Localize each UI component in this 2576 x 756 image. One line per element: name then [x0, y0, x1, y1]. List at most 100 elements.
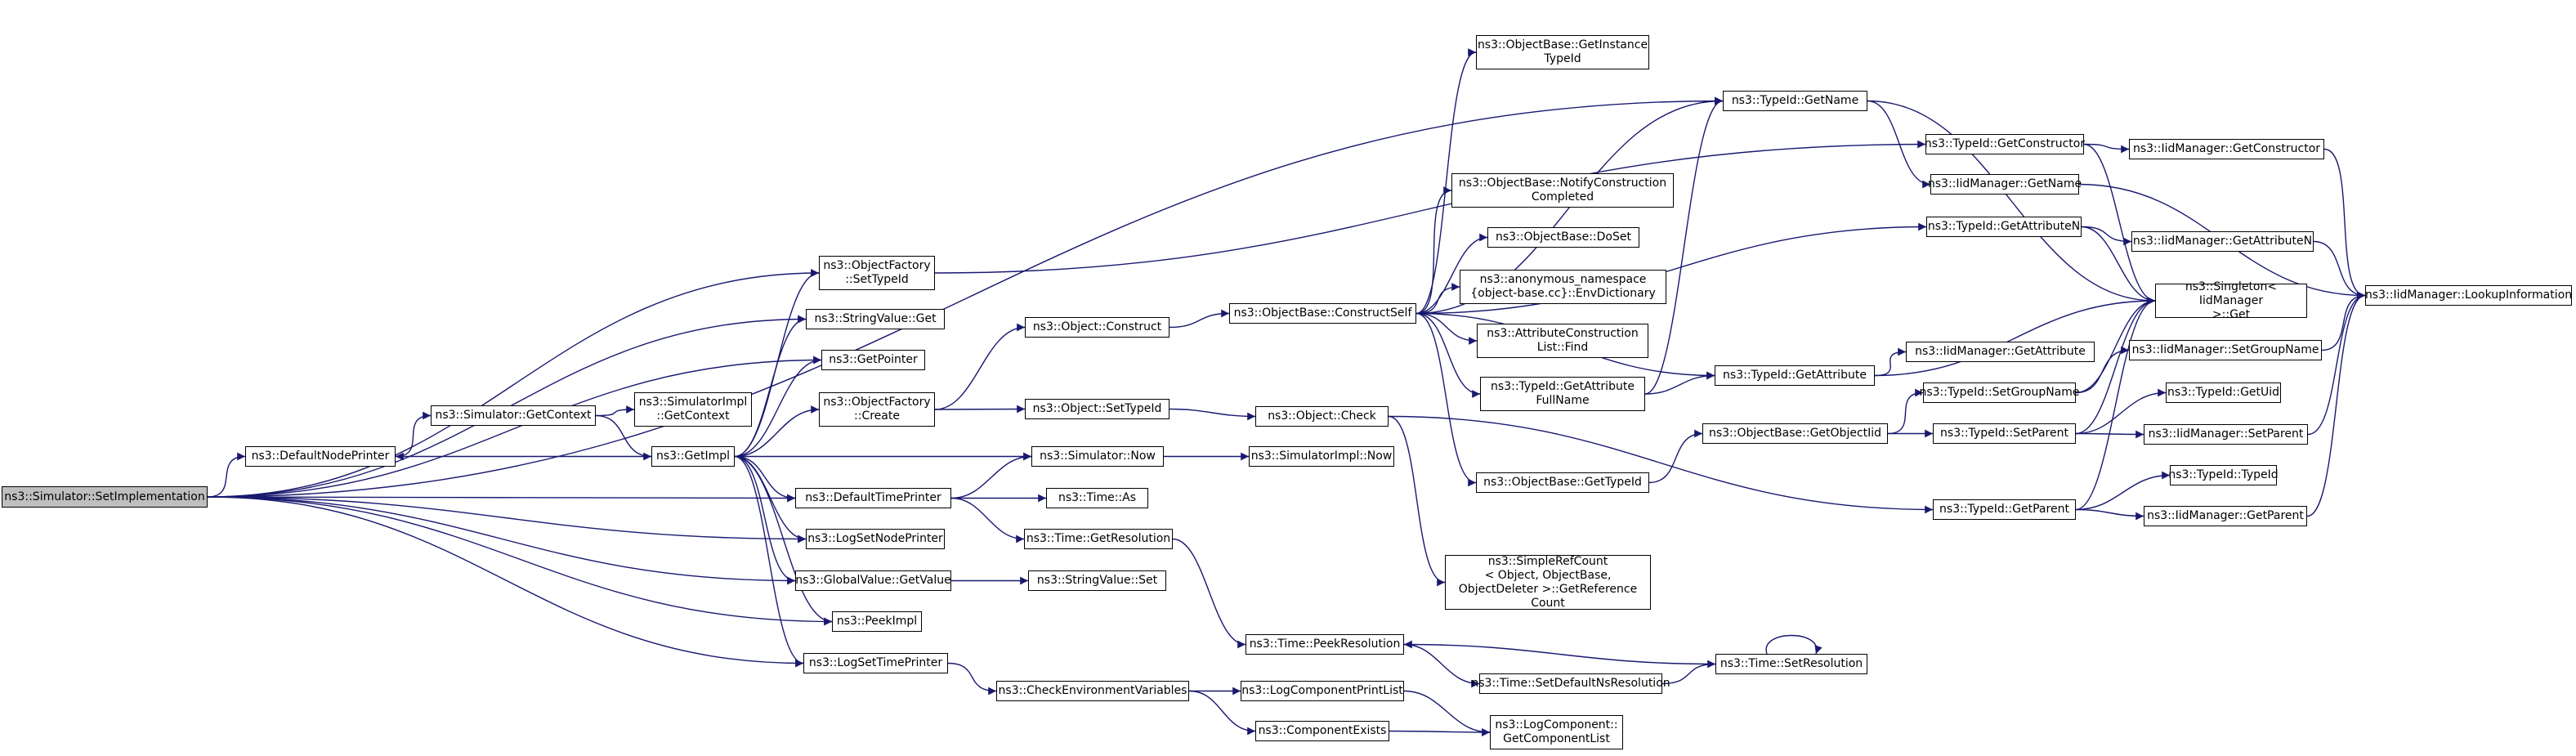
edge-tidgetattributen-to-singletonget: [2081, 226, 2156, 305]
node-timesetdefns[interactable]: ns3::Time::SetDefaultNsResolution: [1471, 673, 1670, 694]
node-tidgetconstructor[interactable]: ns3::TypeId::GetConstructor: [1924, 134, 2086, 154]
node-label: ns3::Time::PeekResolution: [1249, 637, 1401, 651]
node-ofcreate[interactable]: ns3::ObjectFactory ::Create: [819, 392, 935, 427]
edge-tidgetconstructor-to-singletonget: [2083, 143, 2156, 305]
node-iidmgetattributen[interactable]: ns3::IidManager::GetAttributeN: [2131, 231, 2314, 252]
node-obconstructself[interactable]: ns3::ObjectBase::ConstructSelf: [1229, 303, 1416, 324]
node-tidgetattributen[interactable]: ns3::TypeId::GetAttributeN: [1926, 217, 2082, 237]
node-logsettimeprinter[interactable]: ns3::LogSetTimePrinter: [803, 653, 948, 673]
node-timesetres[interactable]: ns3::Time::SetResolution: [1715, 654, 1867, 674]
node-iidmlookup[interactable]: ns3::IidManager::LookupInformation: [2365, 285, 2572, 306]
node-iidmgetconstructor[interactable]: ns3::IidManager::GetConstructor: [2129, 139, 2324, 159]
node-simplerefcount[interactable]: ns3::SimpleRefCount < Object, ObjectBase…: [1445, 555, 1651, 610]
node-tidsetgroupname[interactable]: ns3::TypeId::SetGroupName: [1919, 382, 2080, 403]
edge-tidsetparent-to-singletonget: [2075, 297, 2156, 435]
node-label: ns3::TypeId::GetUid: [2167, 386, 2280, 399]
node-defnodeprinter[interactable]: ns3::DefaultNodePrinter: [245, 446, 396, 467]
node-iidmsetgroupname[interactable]: ns3::IidManager::SetGroupName: [2129, 340, 2322, 360]
node-envdict[interactable]: ns3::anonymous_namespace {object-base.cc…: [1460, 270, 1666, 304]
node-iidmsetparent[interactable]: ns3::IidManager::SetParent: [2144, 424, 2308, 445]
edge-tidgetattribute-to-singletonget: [1874, 297, 2156, 377]
node-obdoset[interactable]: ns3::ObjectBase::DoSet: [1487, 227, 1639, 248]
node-tidgetattribute[interactable]: ns3::TypeId::GetAttribute: [1715, 365, 1875, 386]
node-iidmgetattribute[interactable]: ns3::IidManager::GetAttribute: [1906, 342, 2095, 362]
node-logcompgetlist[interactable]: ns3::LogComponent:: GetComponentList: [1490, 715, 1623, 749]
node-label: ns3::SimulatorImpl ::GetContext: [638, 396, 748, 423]
edge-obconstructself-to-obgettypeid: [1415, 312, 1477, 487]
node-objsettypeid[interactable]: ns3::Object::SetTypeId: [1025, 399, 1169, 419]
edge-getimpl-to-strvalget: [734, 315, 807, 458]
node-label: ns3::ObjectFactory ::Create: [823, 396, 931, 423]
node-logsetnodeprinter[interactable]: ns3::LogSetNodePrinter: [806, 529, 945, 549]
node-compexists[interactable]: ns3::ComponentExists: [1255, 721, 1389, 741]
node-strvalget[interactable]: ns3::StringValue::Get: [806, 309, 945, 329]
node-label: ns3::TypeId::GetConstructor: [1924, 137, 2086, 150]
node-logcompprintlist[interactable]: ns3::LogComponentPrintList: [1241, 681, 1404, 701]
node-tidtypeid[interactable]: ns3::TypeId::TypeId: [2168, 465, 2279, 485]
node-attrconstrfind[interactable]: ns3::AttributeConstruction List::Find: [1477, 324, 1648, 358]
edge-iidmsetgroupname-to-iidmlookup: [2321, 291, 2366, 351]
node-label: ns3::Time::SetDefaultNsResolution: [1471, 677, 1670, 690]
edge-root-to-logsetnodeprinter: [207, 496, 807, 544]
node-label: ns3::Time::SetResolution: [1720, 657, 1863, 670]
edge-compexists-to-logcompgetlist: [1389, 728, 1491, 736]
node-peekimpl[interactable]: ns3::PeekImpl: [832, 611, 922, 632]
edge-tidsetgroupname-to-singletonget: [2075, 297, 2156, 394]
node-simnow[interactable]: ns3::Simulator::Now: [1031, 446, 1164, 467]
node-strvalset[interactable]: ns3::StringValue::Set: [1028, 570, 1166, 591]
node-timeas[interactable]: ns3::Time::As: [1046, 488, 1148, 508]
edge-tidgetattrfullname-to-tidgetattribute: [1644, 371, 1715, 395]
edge-ofcreate-to-objconstruct: [934, 323, 1026, 410]
edge-logsettimeprinter-to-checkenv: [947, 662, 997, 696]
edge-objcheck-to-simplerefcount: [1388, 415, 1446, 587]
edge-tidsetparent-to-tidgetuid: [2075, 388, 2167, 435]
edge-objcheck-to-tidgetparent: [1388, 415, 1934, 514]
node-objconstruct[interactable]: ns3::Object::Construct: [1025, 317, 1169, 338]
node-obgetobjectiid[interactable]: ns3::ObjectBase::GetObjectIid: [1702, 423, 1888, 444]
edge-tidgetattrfullname-to-tidgetname: [1644, 96, 1724, 395]
node-singletonget[interactable]: ns3::Singleton< IidManager >::Get: [2155, 280, 2307, 321]
node-iidmgetparent[interactable]: ns3::IidManager::GetParent: [2144, 506, 2307, 526]
node-timegetres[interactable]: ns3::Time::GetResolution: [1024, 529, 1173, 549]
node-obgettypeid[interactable]: ns3::ObjectBase::GetTypeId: [1476, 472, 1649, 493]
edge-tidgetparent-to-iidmgetparent: [2075, 508, 2144, 521]
node-checkenv[interactable]: ns3::CheckEnvironmentVariables: [996, 681, 1189, 701]
node-simgetcontext[interactable]: ns3::Simulator::GetContext: [431, 405, 596, 426]
node-deftimeprinter[interactable]: ns3::DefaultTimePrinter: [795, 488, 951, 508]
node-tidgetparent[interactable]: ns3::TypeId::GetParent: [1933, 499, 2076, 520]
node-tidgetuid[interactable]: ns3::TypeId::GetUid: [2166, 382, 2281, 403]
node-label: ns3::Singleton< IidManager >::Get: [2185, 280, 2278, 321]
node-objcheck[interactable]: ns3::Object::Check: [1255, 406, 1389, 427]
node-label: ns3::TypeId::GetAttributeN: [1927, 220, 2081, 233]
edge-obconstructself-to-attrconstrfind: [1415, 312, 1478, 345]
node-timepeekres[interactable]: ns3::Time::PeekResolution: [1246, 634, 1404, 655]
node-tidsetparent[interactable]: ns3::TypeId::SetParent: [1933, 423, 2076, 444]
node-simimplnow[interactable]: ns3::SimulatorImpl::Now: [1249, 446, 1394, 467]
node-getimpl[interactable]: ns3::GetImpl: [651, 446, 735, 467]
node-label: ns3::TypeId::TypeId: [2168, 468, 2279, 481]
node-label: ns3::ObjectBase::ConstructSelf: [1233, 306, 1412, 320]
node-tidgetname[interactable]: ns3::TypeId::GetName: [1723, 91, 1867, 111]
node-simimplgetcontext[interactable]: ns3::SimulatorImpl ::GetContext: [634, 392, 752, 427]
node-gvgetvalue[interactable]: ns3::GlobalValue::GetValue: [795, 570, 951, 591]
node-label: ns3::IidManager::GetName: [1927, 177, 2082, 190]
edge-getimpl-to-logsettimeprinter: [734, 455, 804, 668]
node-obnotify[interactable]: ns3::ObjectBase::NotifyConstruction Comp…: [1451, 173, 1674, 208]
node-tidgetattrfullname[interactable]: ns3::TypeId::GetAttribute FullName: [1480, 377, 1645, 411]
node-getpointer[interactable]: ns3::GetPointer: [821, 350, 925, 370]
node-label: ns3::TypeId::SetGroupName: [1919, 386, 2080, 399]
edge-timegetres-to-timepeekres: [1172, 538, 1246, 649]
edge-logcompprintlist-to-logcompgetlist: [1403, 690, 1491, 736]
node-root[interactable]: ns3::Simulator::SetImplementation: [2, 486, 208, 508]
node-iidmgetname[interactable]: ns3::IidManager::GetName: [1927, 174, 2082, 195]
edge-obconstructself-to-tidgetattrfullname: [1415, 312, 1481, 398]
edge-timesetdefns-to-timesetres: [1661, 660, 1716, 685]
node-label: ns3::StringValue::Get: [814, 312, 937, 325]
node-ofsettypeid[interactable]: ns3::ObjectFactory ::SetTypeId: [819, 256, 935, 290]
edge-iidmgetparent-to-iidmlookup: [2306, 291, 2366, 517]
node-label: ns3::ObjectBase::GetTypeId: [1483, 476, 1642, 489]
edge-tidgetconstructor-to-iidmgetconstructor: [2083, 143, 2130, 154]
node-obgetinstancetid[interactable]: ns3::ObjectBase::GetInstance TypeId: [1476, 35, 1649, 69]
node-label: ns3::TypeId::GetParent: [1939, 503, 2069, 516]
